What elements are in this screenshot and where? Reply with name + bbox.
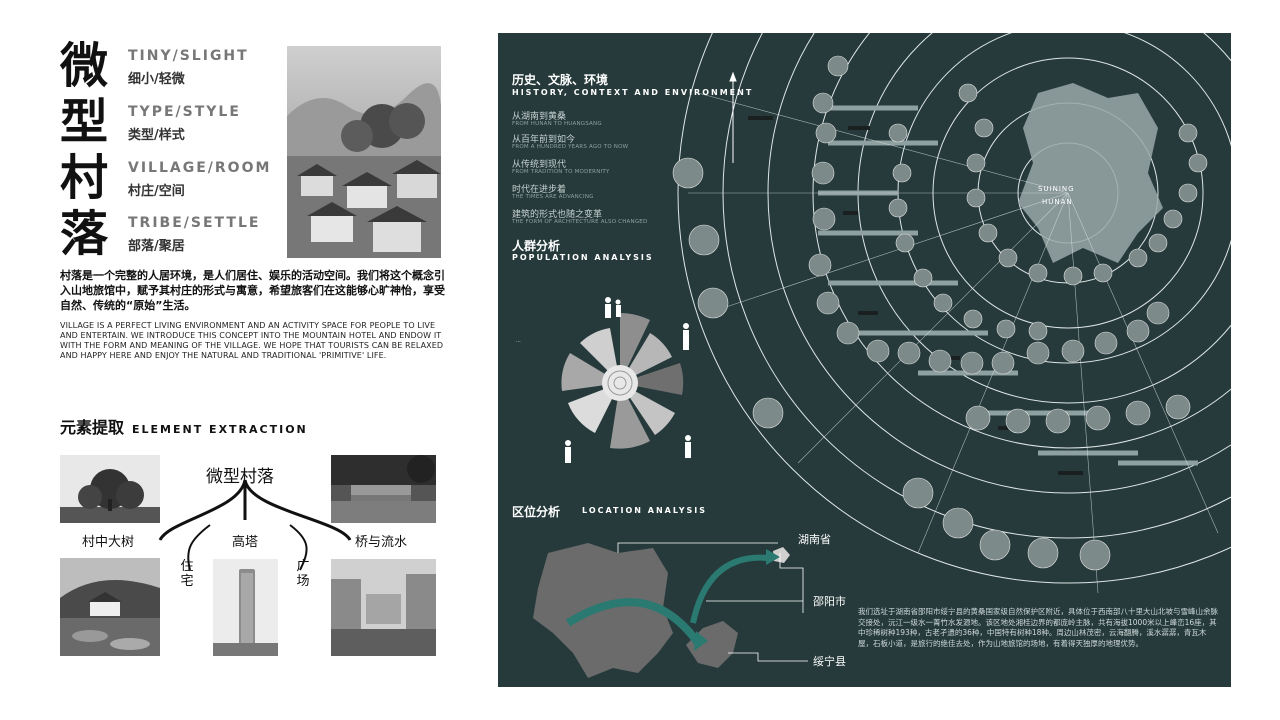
radial-center-label-1: SUINING bbox=[1038, 185, 1075, 193]
location-title: 区位分析 bbox=[512, 505, 561, 519]
history-line-5-zh: 建筑的形式也随之变革 bbox=[512, 210, 603, 220]
radial-history-diagram bbox=[672, 33, 1231, 594]
term-en-1: TINY/SLIGHT bbox=[128, 48, 249, 64]
intro-english: VILLAGE IS A PERFECT LIVING ENVIRONMENT … bbox=[60, 321, 444, 360]
term-zh-2: 类型/样式 bbox=[128, 128, 185, 143]
title-char-luo: 落 bbox=[60, 206, 109, 262]
population-title: 人群分析 bbox=[512, 239, 561, 253]
population-rose-chart bbox=[561, 297, 691, 463]
history-line-4-zh: 时代在进步着 bbox=[512, 185, 567, 195]
term-en-2: TYPE/STYLE bbox=[128, 104, 241, 120]
element-label-residence: 住宅 bbox=[180, 559, 194, 589]
term-zh-1: 细小/轻微 bbox=[128, 72, 185, 87]
history-line-2-en: FROM A HUNDRED YEARS AGO TO NOW bbox=[512, 144, 629, 150]
photo-big-tree bbox=[60, 455, 160, 523]
history-title: 历史、文脉、环境 bbox=[512, 73, 609, 87]
map-label-suining: 绥宁县 bbox=[813, 655, 846, 668]
village-photo bbox=[287, 46, 441, 258]
photo-tower bbox=[213, 559, 278, 656]
history-line-4-en: THE TIMES ARE ADVANCING bbox=[512, 194, 594, 200]
history-line-5-en: THE FORM OF ARCHITECTURE ALSO CHANGED bbox=[512, 219, 648, 225]
history-line-1-zh: 从湖南到黄桑 bbox=[512, 112, 567, 122]
photo-square bbox=[331, 559, 436, 656]
element-center-label: 微型村落 bbox=[206, 467, 274, 487]
map-label-shaoyang: 邵阳市 bbox=[813, 595, 846, 608]
element-extraction-title: 元素提取 ELEMENT EXTRACTION bbox=[60, 414, 308, 438]
photo-bridge-water bbox=[331, 455, 436, 523]
map-label-hunan: 湖南省 bbox=[798, 533, 831, 546]
location-maps bbox=[533, 542, 808, 678]
history-line-3-en: FROM TRADITION TO MODERNITY bbox=[512, 169, 610, 175]
element-label-tower: 高塔 bbox=[232, 535, 259, 550]
history-line-1-en: FROM HUNAN TO HUANGSANG bbox=[512, 121, 602, 127]
location-subtitle: LOCATION ANALYSIS bbox=[582, 506, 707, 515]
history-line-2-zh: 从百年前到如今 bbox=[512, 135, 576, 145]
element-label-bridge: 桥与流水 bbox=[355, 535, 408, 550]
location-description: 我们选址于湖南省邵阳市绥宁县的黄桑国家级自然保护区附近，具体位于西南部八十里大山… bbox=[858, 607, 1218, 648]
element-title-en: ELEMENT EXTRACTION bbox=[132, 423, 308, 436]
history-line-3-zh: 从传统到现代 bbox=[512, 160, 567, 170]
intro-chinese: 村落是一个完整的人居环境，是人们居住、娱乐的活动空间。我们将这个概念引入山地旅馆… bbox=[60, 269, 445, 312]
element-title-zh: 元素提取 bbox=[60, 418, 125, 437]
radial-center-label-2: HUNAN bbox=[1042, 198, 1073, 206]
title-char-xing: 型 bbox=[60, 94, 109, 150]
title-char-cun: 村 bbox=[60, 150, 109, 206]
term-zh-3: 村庄/空间 bbox=[128, 184, 185, 199]
population-subtitle: POPULATION ANALYSIS bbox=[512, 253, 654, 262]
title-char-wei: 微 bbox=[60, 38, 109, 94]
term-zh-4: 部落/聚居 bbox=[128, 239, 185, 254]
element-label-square: 广场 bbox=[296, 559, 310, 589]
element-tree-lines bbox=[158, 479, 352, 571]
history-subtitle: HISTORY, CONTEXT AND ENVIRONMENT bbox=[512, 88, 754, 97]
pop-note-1: ··· bbox=[516, 339, 521, 345]
analysis-panel: SUINING HUNAN 历史、文脉、环境 HISTORY, CONTEXT … bbox=[498, 33, 1231, 687]
term-en-4: TRIBE/SETTLE bbox=[128, 215, 261, 231]
photo-residence bbox=[60, 558, 160, 656]
term-en-3: VILLAGE/ROOM bbox=[128, 160, 272, 176]
element-label-tree: 村中大树 bbox=[82, 535, 135, 550]
